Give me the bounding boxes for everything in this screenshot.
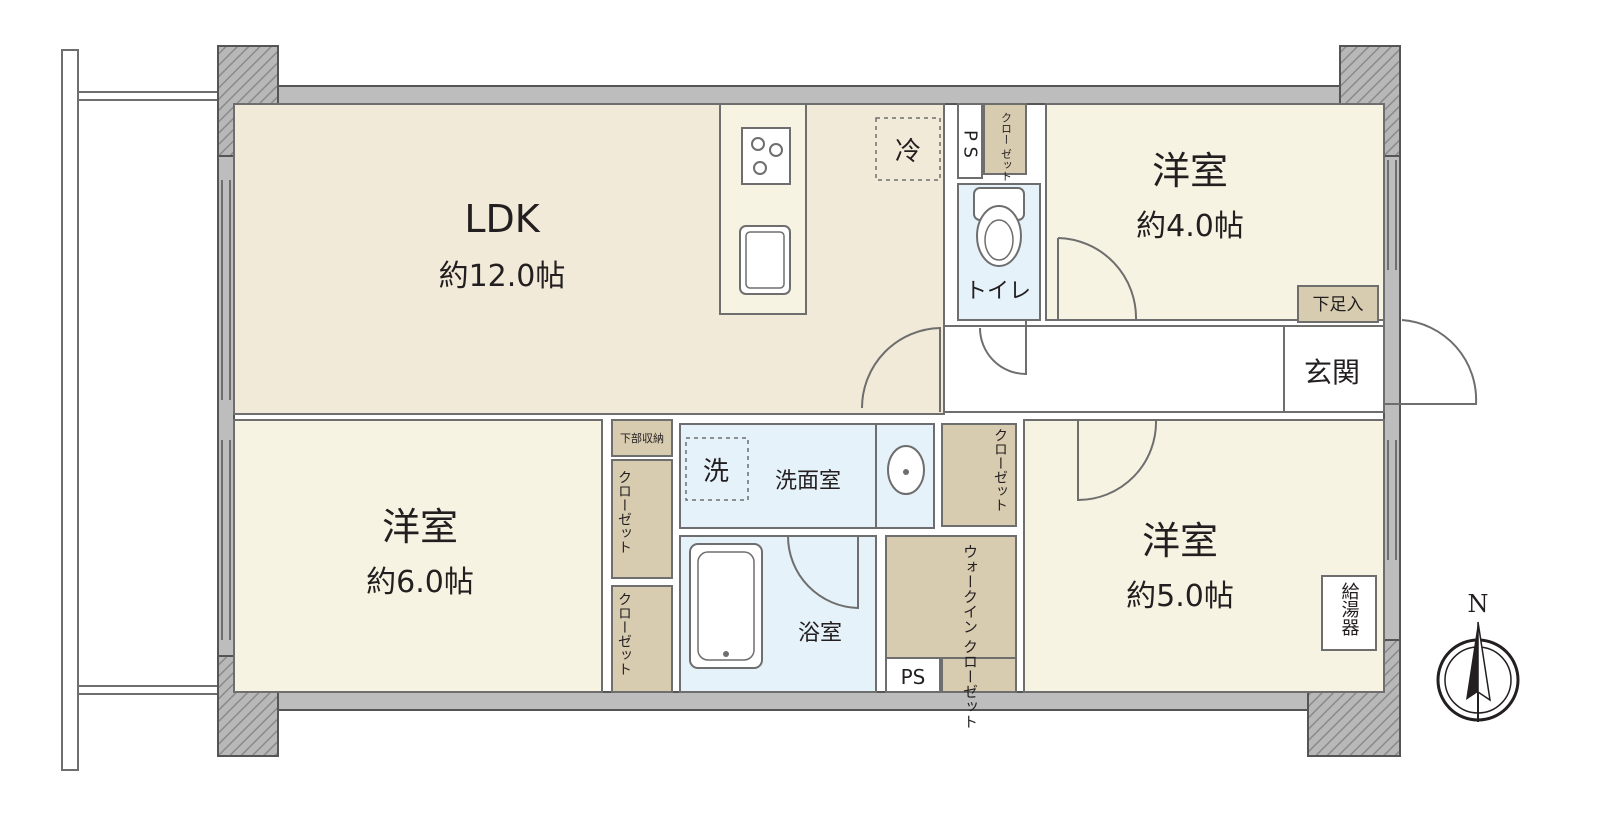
western-w-name: 洋室 (382, 505, 458, 549)
under-storage-label: 下部収納 (620, 431, 664, 445)
washer-space (685, 437, 749, 501)
washer-label: 洗 (703, 457, 729, 487)
entrance-label: 玄関 (1304, 356, 1360, 389)
ldk-name: LDK (464, 197, 540, 241)
closet-w2-label: クローゼット (616, 592, 632, 676)
entrance-floor (1283, 325, 1385, 413)
ldk-size: 約12.0帖 (439, 259, 566, 294)
compass-icon (1436, 621, 1520, 722)
bathroom-label: 浴室 (798, 621, 842, 646)
western-w-size: 約6.0帖 (366, 565, 474, 600)
fridge-space (875, 117, 941, 181)
western-e-name: 洋室 (1142, 519, 1218, 563)
closet-top-label: クロー ゼット (1000, 112, 1013, 182)
western-e-size: 約5.0帖 (1126, 579, 1234, 614)
washroom-floor (679, 423, 877, 529)
western-room-w-floor (233, 419, 603, 693)
closets (611, 103, 1379, 693)
balcony (61, 49, 220, 771)
walk-in-closet-label: ウォークイン クローゼット (961, 544, 979, 729)
ldk-floor (233, 103, 945, 415)
north-label: N (1468, 590, 1489, 618)
fridge-label: 冷 (895, 137, 921, 167)
ps-bottom-label: PS (901, 665, 926, 689)
windows (221, 160, 1397, 640)
closet-washroom-label: クローゼット (992, 428, 1008, 512)
closet-w1-label: クローゼット (616, 470, 632, 554)
western-nw-name: 洋室 (1152, 149, 1228, 193)
kitchen-counter (719, 103, 807, 315)
ps-top-label: P S (960, 130, 981, 158)
washbasin-icon (887, 445, 925, 495)
western-nw-size: 約4.0帖 (1136, 209, 1244, 244)
western-room-nw-floor (1045, 103, 1385, 321)
bathtub-icon (689, 543, 763, 669)
toilet-icon (973, 187, 1025, 267)
toilet-label: トイレ (965, 279, 1031, 304)
washroom-label: 洗面室 (775, 469, 841, 494)
stove-icon (741, 127, 791, 185)
kitchen-sink-icon (739, 225, 791, 295)
water-heater-label: 給湯器 (1339, 582, 1360, 636)
hallway-floor (943, 325, 1285, 413)
door-swings (787, 237, 1478, 610)
shoe-box-label: 下足入 (1313, 295, 1364, 315)
